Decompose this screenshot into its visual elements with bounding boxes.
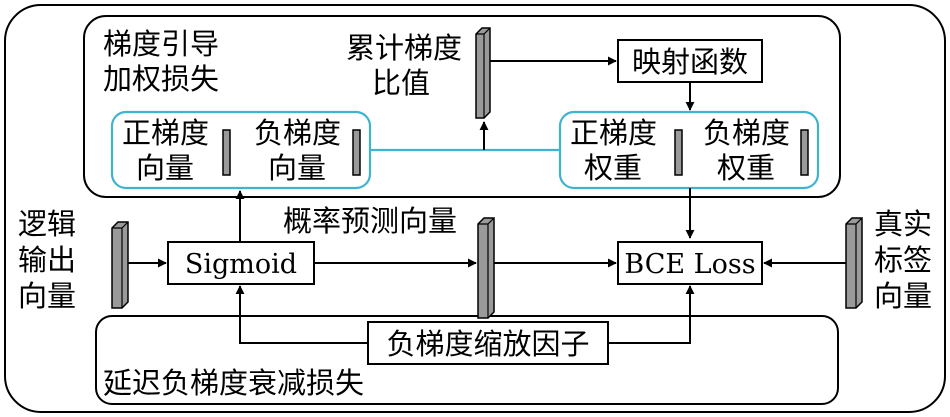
mapping-function-box (617, 39, 763, 83)
bce-loss-label: BCE Loss (624, 249, 755, 280)
neg-grad-vector-bar (352, 129, 361, 176)
gradient-guided-module-title-2: 加权损失 (103, 62, 219, 96)
labels-label-2: 标签 (874, 243, 932, 277)
label-vector (845, 217, 863, 309)
gradient-guided-module-box (83, 15, 841, 198)
cumulative-ratio-label-1: 累计梯度 (346, 31, 462, 65)
neg-grad-weight-bar (800, 129, 809, 176)
neg-scale-label: 负梯度缩放因子 (386, 327, 589, 361)
neg-grad-vector-label-2: 向量 (268, 151, 326, 185)
neg-grad-weight-label-2: 权重 (717, 151, 775, 185)
delayed-decay-module-box (95, 315, 839, 405)
prob-vector (477, 217, 495, 319)
pos-grad-vector-label-1: 正梯度 (122, 116, 209, 150)
cumulative-ratio-label-2: 比值 (372, 66, 430, 100)
bce-loss-box (617, 241, 763, 285)
delayed-decay-module-title: 延迟负梯度衰减损失 (103, 366, 364, 400)
logits-vector (111, 221, 129, 309)
cumulative-ratio-vector (475, 27, 491, 119)
neg-grad-vector-label-1: 负梯度 (254, 116, 341, 150)
arrow-scale-to-sigmoid (235, 285, 368, 344)
logits-label-2: 输出 (18, 243, 76, 277)
logits-label-1: 逻辑 (18, 207, 76, 241)
pos-grad-vector-label-2: 向量 (136, 151, 194, 185)
pos-grad-vector-bar (222, 129, 231, 176)
labels-label-1: 真实 (874, 207, 932, 241)
gradient-guided-module-title-1: 梯度引导 (103, 27, 219, 61)
neg-grad-weight-label-1: 负梯度 (703, 116, 790, 150)
pos-grad-weight-label-1: 正梯度 (570, 116, 657, 150)
arrow-scale-to-bce (608, 285, 695, 344)
labels-label-3: 向量 (874, 279, 932, 313)
mapping-function-label: 映射函数 (632, 45, 748, 79)
pos-grad-weight-bar (674, 129, 683, 176)
sigmoid-label: Sigmoid (185, 249, 297, 280)
outer-frame (4, 4, 946, 413)
prob-vector-label: 概率预测向量 (283, 204, 457, 238)
pos-grad-weight-label-2: 权重 (584, 151, 642, 185)
logits-label-3: 向量 (18, 279, 76, 313)
